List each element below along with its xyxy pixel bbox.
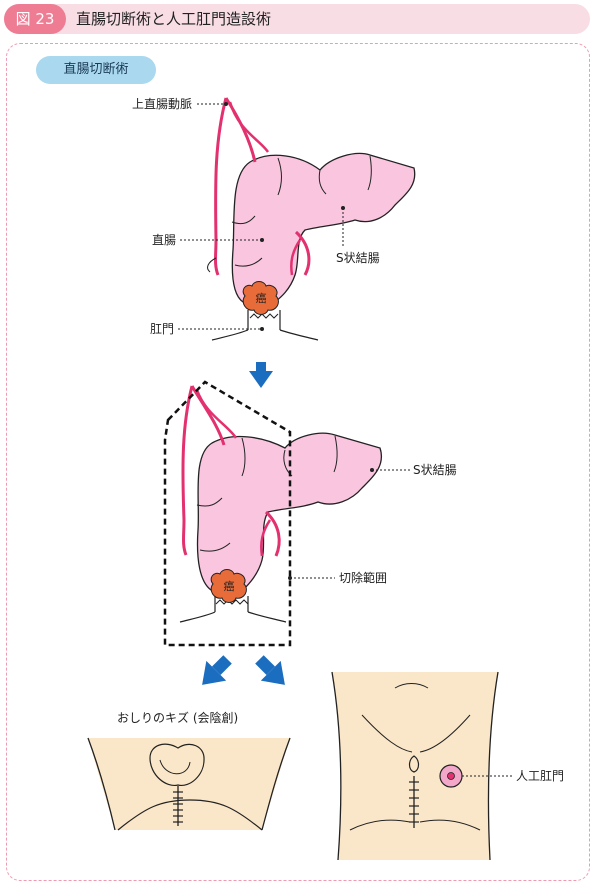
superior-rectal-artery-label: 上直腸動脈 (132, 97, 192, 111)
preop-anatomy: 癌 上直腸動脈 直腸 S状結腸 肛門 (132, 97, 416, 341)
arrow-diagonal-icon (202, 655, 285, 685)
figure-number-badge: 図 23 (4, 4, 66, 34)
resection-range-label: 切除範囲 (339, 570, 387, 585)
resection-anatomy: 癌 S状結腸 切除範囲 (163, 380, 457, 647)
abdomen-stoma-illustration: 人工肛門 (331, 671, 564, 861)
sigmoid-colon-label: S状結腸 (336, 251, 380, 265)
figure-title: 直腸切断術と人工肛門造設術 (76, 10, 272, 28)
perineal-wound-illustration: おしりのキズ (会陰創) (87, 710, 291, 831)
cancer-tumor-icon-2: 癌 (210, 569, 247, 603)
sigmoid-colon-label-2: S状結腸 (413, 463, 457, 477)
rectum-label: 直腸 (152, 233, 176, 247)
cancer-label: 癌 (256, 291, 267, 305)
resection-range-outline (163, 380, 292, 647)
rectum-sigmoid-shape (231, 152, 416, 303)
anus-label: 肛門 (150, 322, 174, 336)
perineal-wound-label: おしりのキズ (会陰創) (117, 710, 238, 725)
cancer-label-2: 癌 (224, 579, 235, 593)
figure-frame (6, 43, 590, 881)
section-label-badge: 直腸切断術 (36, 56, 156, 84)
stoma-label: 人工肛門 (516, 769, 564, 783)
stoma-icon (439, 764, 463, 788)
superior-rectal-artery (224, 97, 257, 163)
arrow-down-icon (249, 362, 273, 388)
figure-header: 図 23 直腸切断術と人工肛門造設術 (4, 4, 590, 34)
cancer-tumor-icon: 癌 (242, 281, 279, 315)
